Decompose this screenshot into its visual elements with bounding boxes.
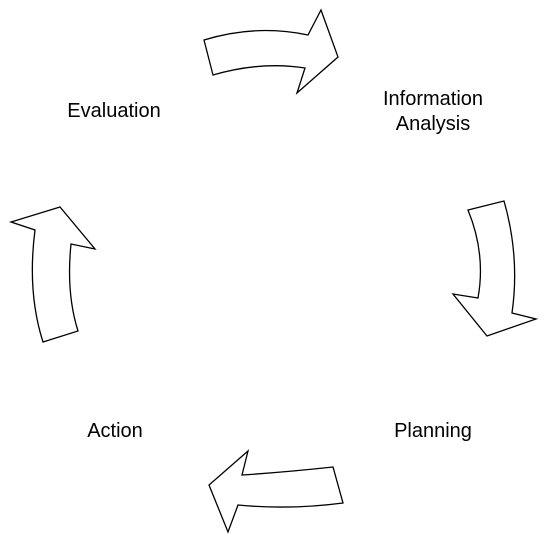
stage-label-information-line-2: Analysis [395,113,471,135]
arrow-information-to-planning-icon [451,200,539,337]
stage-label-action-line-1: Action [87,420,143,442]
stage-label-action: Action [65,419,165,444]
stage-label-planning-line-1: Planning [394,420,472,442]
arrow-action-to-evaluation-icon [8,206,97,343]
arrow-planning-to-action-icon [208,449,344,534]
stage-label-information-analysis: Information Analysis [363,87,503,137]
stage-label-evaluation-line-1: Evaluation [67,100,161,122]
arrow-evaluation-to-information-icon [203,8,339,96]
stage-label-information-line-1: Information [382,88,484,110]
stage-label-evaluation: Evaluation [54,99,174,124]
stage-label-planning: Planning [378,419,488,444]
